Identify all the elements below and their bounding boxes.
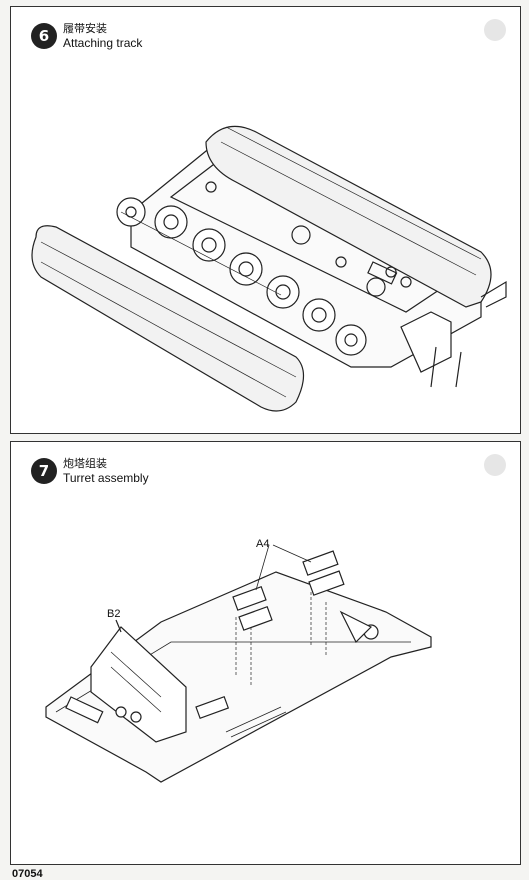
left-track — [31, 225, 305, 412]
part-label-a4: A4 — [256, 538, 270, 550]
page-code: 07054 — [12, 868, 43, 880]
turret-assembly-illustration — [45, 544, 432, 783]
step-number-badge: 6 — [31, 23, 57, 49]
corner-watermark — [484, 454, 506, 476]
step-title-chinese: 履带安装 — [63, 22, 107, 35]
part-label-b2: B2 — [107, 608, 121, 620]
step-6-panel: 6 履带安装 Attaching track — [10, 6, 521, 434]
hull-with-tracks-illustration — [31, 125, 507, 412]
part-a4-pieces — [232, 550, 345, 631]
step-7-panel: 7 炮塔组装 Turret assembly A4 B2 — [10, 441, 521, 865]
deck-details — [65, 610, 379, 738]
step-title-chinese: 炮塔组装 — [63, 457, 107, 470]
step-number-badge: 7 — [31, 458, 57, 484]
step-title-english: Attaching track — [63, 36, 143, 50]
corner-watermark — [484, 19, 506, 41]
road-wheels — [116, 197, 367, 356]
step-title-english: Turret assembly — [63, 471, 149, 485]
